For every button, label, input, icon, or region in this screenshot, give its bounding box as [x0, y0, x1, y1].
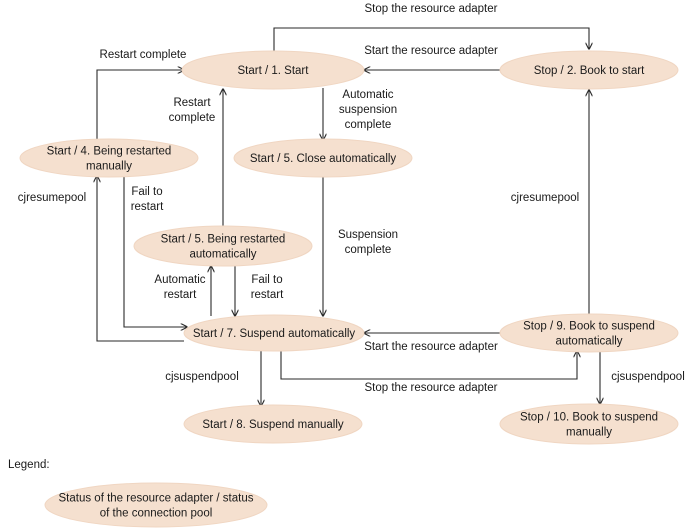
node-label-stop2: Stop / 2. Book to start — [534, 65, 645, 77]
edge-start4-to-start1 — [96, 70, 184, 140]
node-label-line: Start / 5. Close automatically — [250, 153, 397, 165]
node-label-line: manually — [566, 427, 612, 439]
label-suspension-complete: Suspension complete — [338, 229, 398, 256]
legend: Legend: Status of the resource adapter /… — [8, 459, 268, 528]
label-restart-complete-top: Restart complete — [100, 49, 187, 61]
edge-label-line: cjsuspendpool — [165, 371, 239, 383]
state-stop-9: Stop / 9. Book to suspend automatically — [499, 313, 679, 353]
label-fail-restart-left: Fail to restart — [131, 186, 164, 213]
edge-label-line: Fail to — [131, 186, 162, 198]
edge-label-line: Suspension — [338, 229, 398, 241]
node-label-line: Start / 8. Suspend manually — [202, 419, 344, 431]
edge-label-line: cjresumepool — [18, 192, 86, 204]
edge-label-line: complete — [345, 119, 392, 131]
edge-start1-to-stop2 — [273, 27, 589, 52]
label-start-ra-top: Start the resource adapter — [364, 45, 498, 57]
label-cjresumepool-right: cjresumepool — [511, 192, 579, 204]
node-label-line: Stop / 9. Book to suspend — [523, 321, 655, 333]
label-cjsuspendpool-right: cjsuspendpool — [611, 371, 685, 383]
edge-start7-to-stop9 — [280, 350, 577, 380]
edge-label-line: Start the resource adapter — [364, 341, 498, 353]
edge-start7-to-start4 — [97, 176, 184, 342]
node-label-line: Start / 1. Start — [238, 65, 310, 77]
node-label-line: Start / 7. Suspend automatically — [193, 328, 356, 340]
state-start-5-close: Start / 5. Close automatically — [233, 138, 413, 178]
state-start-4: Start / 4. Being restarted manually — [19, 138, 199, 178]
label-auto-restart: Automatic restart — [154, 274, 205, 301]
legend-item: Status of the resource adapter / status o… — [44, 482, 268, 528]
edge-label-line: complete — [345, 244, 392, 256]
label-start-ra-bottom: Start the resource adapter — [364, 341, 498, 353]
node-label-stop10: Stop / 10. Book to suspend manually — [520, 412, 658, 439]
edge-label-line: Restart — [173, 97, 211, 109]
state-stop-10: Stop / 10. Book to suspend manually — [499, 403, 679, 445]
state-stop-2: Stop / 2. Book to start — [499, 50, 679, 90]
label-restart-complete-mid: Restart complete — [169, 97, 216, 124]
node-label-line: Stop / 2. Book to start — [534, 65, 645, 77]
node-label-start5restart: Start / 5. Being restarted automatically — [161, 234, 286, 261]
legend-item-label: Status of the resource adapter / status o… — [59, 493, 254, 520]
node-label-start1: Start / 1. Start — [238, 65, 310, 77]
node-label-start8: Start / 8. Suspend manually — [202, 419, 344, 431]
edge-label-line: Stop the resource adapter — [365, 382, 498, 394]
nodes: Start / 1. Start Stop / 2. Book to start… — [19, 50, 679, 445]
edges — [96, 27, 600, 406]
node-label-line: automatically — [555, 336, 622, 348]
edge-label-line: restart — [251, 289, 284, 301]
edge-label-line: cjresumepool — [511, 192, 579, 204]
state-start-7: Start / 7. Suspend automatically — [183, 314, 365, 352]
node-label-line: Start / 5. Being restarted — [161, 234, 286, 246]
node-label-start7: Start / 7. Suspend automatically — [193, 328, 356, 340]
node-label-line: Start / 4. Being restarted — [47, 146, 172, 158]
edge-start4-to-start7 — [123, 176, 187, 327]
legend-title: Legend: — [8, 459, 50, 471]
state-start-5-restart: Start / 5. Being restarted automatically — [133, 225, 313, 267]
node-label-stop9: Stop / 9. Book to suspend automatically — [523, 321, 655, 348]
edge-label-line: complete — [169, 112, 216, 124]
node-label-start5close: Start / 5. Close automatically — [250, 153, 397, 165]
node-label-line: automatically — [189, 249, 256, 261]
label-auto-suspension-complete: Automatic suspension complete — [339, 89, 397, 131]
edge-label-line: restart — [164, 289, 197, 301]
label-cjresumepool-left: cjresumepool — [18, 192, 86, 204]
node-label-start4: Start / 4. Being restarted manually — [47, 146, 172, 173]
edge-label-line: cjsuspendpool — [611, 371, 685, 383]
edge-label-line: Automatic — [154, 274, 205, 286]
label-stop-ra-top: Stop the resource adapter — [365, 3, 498, 15]
legend-label-line: of the connection pool — [100, 508, 213, 520]
state-start-8: Start / 8. Suspend manually — [183, 404, 363, 444]
label-cjsuspendpool-left: cjsuspendpool — [165, 371, 239, 383]
edge-label-line: Start the resource adapter — [364, 45, 498, 57]
edge-label-line: Automatic — [342, 89, 393, 101]
edge-label-line: restart — [131, 201, 164, 213]
edge-label-line: Fail to — [251, 274, 282, 286]
label-fail-restart-mid: Fail to restart — [251, 274, 284, 301]
edge-label-line: suspension — [339, 104, 397, 116]
legend-label-line: Status of the resource adapter / status — [59, 493, 254, 505]
state-start-1: Start / 1. Start — [181, 50, 365, 90]
edge-label-line: Stop the resource adapter — [365, 3, 498, 15]
node-label-line: manually — [86, 161, 132, 173]
edge-label-line: Restart complete — [100, 49, 187, 61]
node-label-line: Stop / 10. Book to suspend — [520, 412, 658, 424]
label-stop-ra-bottom: Stop the resource adapter — [365, 382, 498, 394]
edge-labels: Stop the resource adapter Start the reso… — [18, 3, 685, 394]
